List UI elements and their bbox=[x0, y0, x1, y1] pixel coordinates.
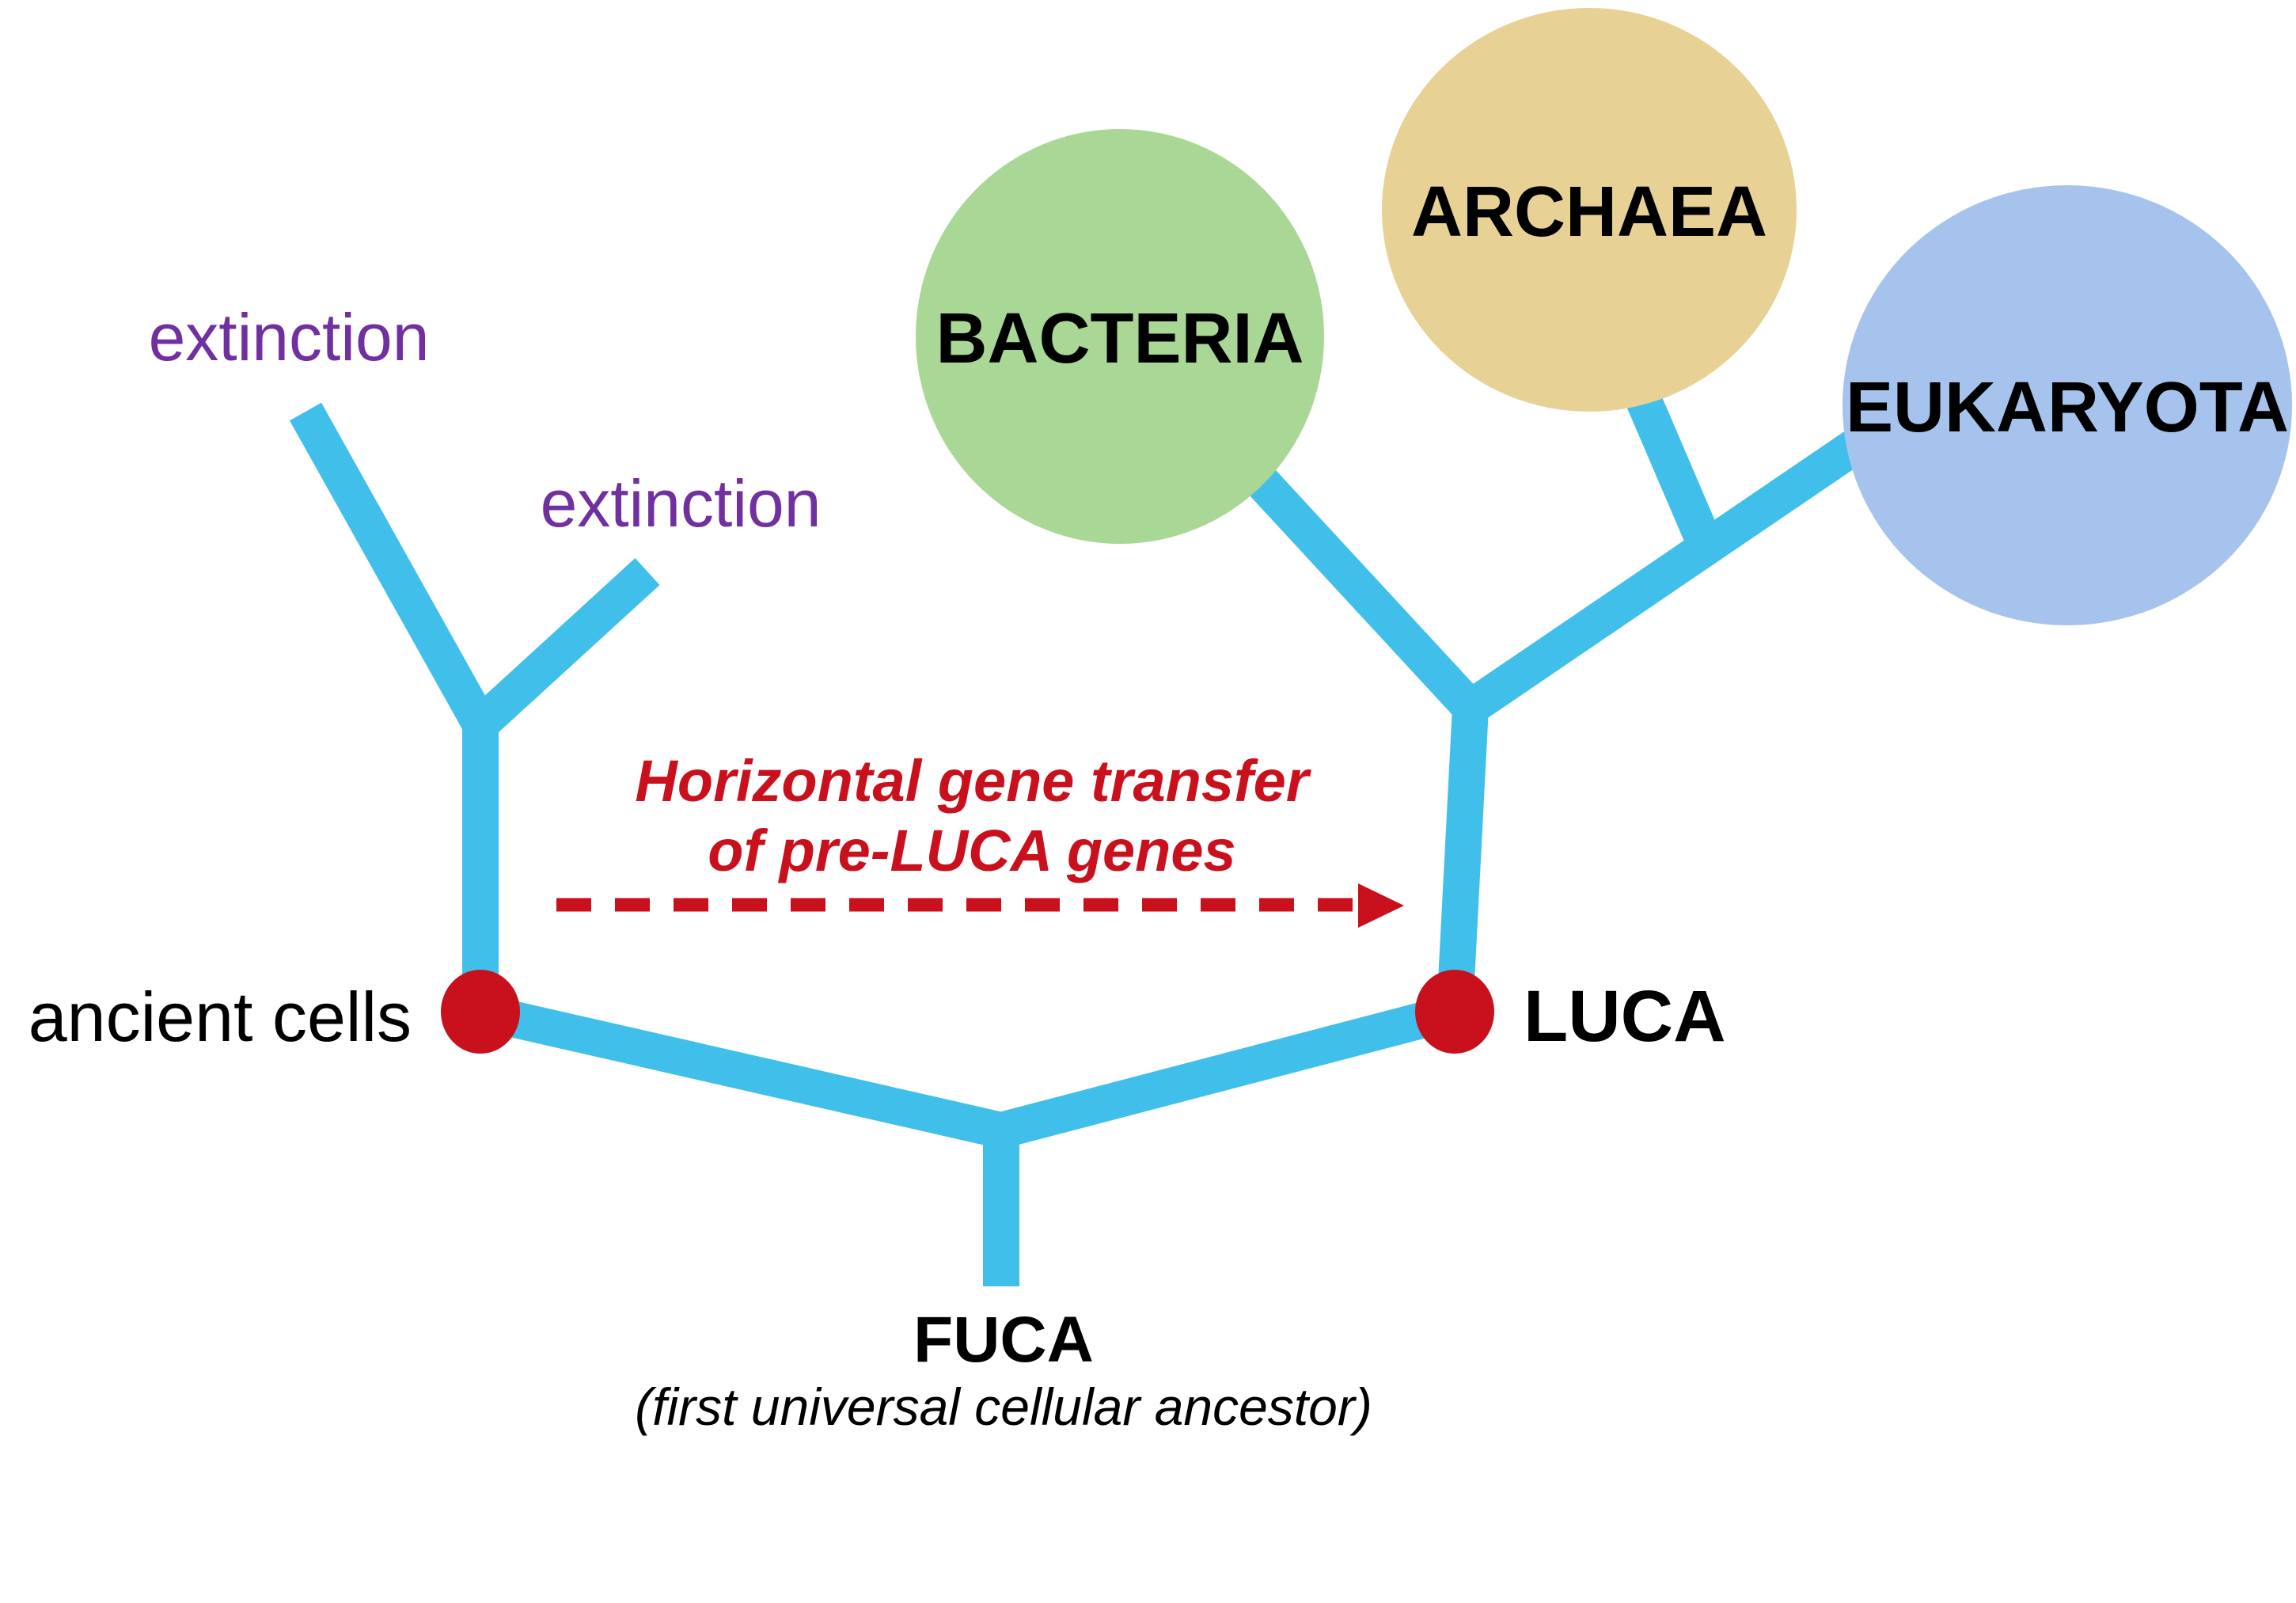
hgt-annotation: Horizontal gene transfer of pre-LUCA gen… bbox=[556, 748, 1404, 928]
eukaryota-circle bbox=[1842, 185, 2292, 625]
branch-fuca-to-luca bbox=[996, 993, 1459, 1149]
branch-fuca-to-ancient bbox=[476, 993, 1006, 1149]
hgt-text-line2: of pre-LUCA genes bbox=[708, 818, 1235, 883]
eukaryota-label: EUKARYOTA bbox=[1846, 368, 2289, 447]
clade-circles: BACTERIA ARCHAEA EUKARYOTA bbox=[916, 8, 2292, 625]
labels: extinction extinction ancient cells LUCA… bbox=[28, 300, 1726, 1436]
ancient-cells-label: ancient cells bbox=[28, 978, 412, 1056]
bacteria-circle bbox=[916, 129, 1324, 544]
fuca-subtitle: (first universal cellular ancestor) bbox=[635, 1377, 1372, 1436]
luca-node-dot bbox=[1415, 970, 1494, 1054]
branch-luca-stem bbox=[1436, 706, 1489, 1013]
ancient-cells-node-dot bbox=[441, 970, 520, 1054]
archaea-label: ARCHAEA bbox=[1411, 173, 1767, 252]
bacteria-label: BACTERIA bbox=[936, 299, 1304, 378]
extinction-right-label: extinction bbox=[541, 466, 822, 541]
branch-extinction-right bbox=[468, 558, 660, 738]
node-dots bbox=[441, 970, 1494, 1054]
archaea-circle bbox=[1382, 8, 1797, 412]
luca-label: LUCA bbox=[1524, 976, 1726, 1057]
hgt-arrowhead-icon bbox=[1358, 883, 1404, 928]
extinction-left-label: extinction bbox=[149, 300, 430, 374]
branch-extinction-left bbox=[289, 402, 497, 734]
fuca-label: FUCA bbox=[913, 1304, 1094, 1376]
hgt-text-line1: Horizontal gene transfer bbox=[635, 748, 1311, 814]
